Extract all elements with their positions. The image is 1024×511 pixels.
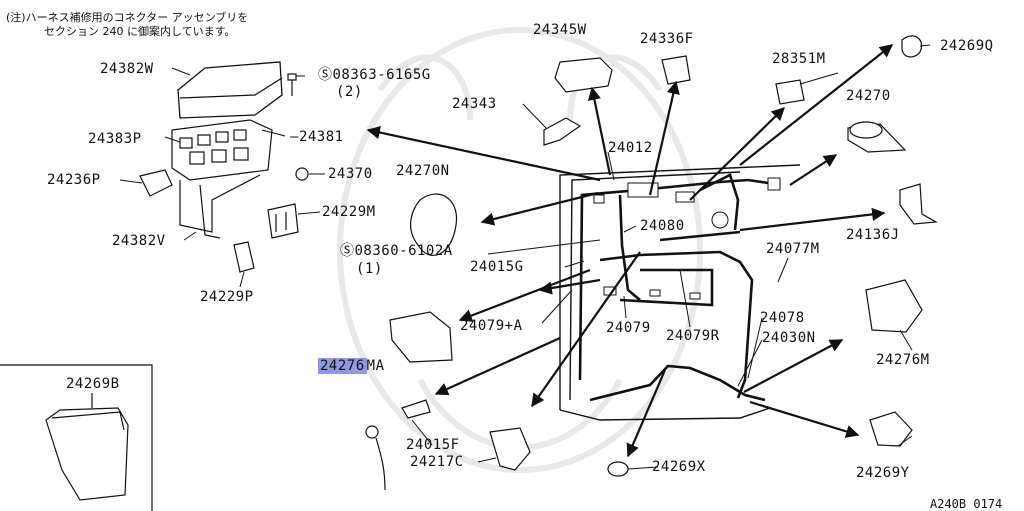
part-24276M [865,279,923,333]
part-24015F [401,399,431,419]
part-24270-ring [849,121,883,139]
assembly-arrows [366,44,894,458]
label-24229M: 24229M [322,204,376,220]
label-24079A: 24079+A [460,318,523,334]
relay-box [171,119,273,181]
leader-lines-right [411,44,931,470]
label-24015G: 24015G [470,259,524,275]
label-24079: 24079 [606,320,651,336]
label-24276M: 24276M [876,352,930,368]
leader-lines-left [119,67,325,288]
label-24269X: 24269X [652,459,706,475]
label-08363-qty: (2) [336,84,363,100]
label-24078: 24078 [760,310,805,326]
part-24270N [410,193,458,256]
label-24269Y: 24269Y [856,465,910,481]
label-24270N: 24270N [396,163,450,179]
label-24270: 24270 [846,88,891,104]
part-24343 [543,117,582,146]
label-24336F: 24336F [640,31,694,47]
note-line-2: セクション 240 に御案内しています。 [44,25,236,38]
relay-bracket [179,174,261,239]
label-24269Q: 24269Q [940,38,994,54]
label-24012: 24012 [608,140,653,156]
part-24345W [554,57,613,93]
label-24136J: 24136J [846,227,900,243]
label-24343: 24343 [452,96,497,112]
ground-wire-24015F [365,425,386,491]
label-24382V: 24382V [112,233,166,249]
label-24382W: 24382W [100,61,154,77]
part-24136J [899,183,938,225]
plate-24229P [233,241,255,273]
part-24269Y [869,411,913,447]
fuse-block-24229M [267,203,299,239]
label-24381-text: 24381 [298,129,344,145]
label-24030N: 24030N [762,330,816,346]
figure-code: A240B 0174 [930,497,1003,511]
note-line-1: (注)ハーネス補修用のコネクター アッセンブリを [6,11,249,24]
label-08360-qty: (1) [356,261,383,277]
label-24381: —24381 [290,129,344,145]
label-24229P: 24229P [200,289,254,305]
label-28351M: 28351M [772,51,826,67]
part-24276MA [389,311,453,363]
label-24217C: 24217C [410,454,464,470]
label-24015F: 24015F [406,437,460,453]
part-24217C [489,427,531,471]
connector-24236P [139,169,173,197]
label-24276MA-suffix: MA [366,358,385,374]
label-24276MA-highlight: 24276 [318,358,367,374]
label-24383P: 24383P [88,131,142,147]
label-08363-text: 08363-6165G [332,67,431,83]
label-24269B: 24269B [66,376,120,392]
relay-box-cover [177,61,283,119]
label-08360-text: 08360-6102A [354,243,453,259]
label-24080: 24080 [640,218,685,234]
label-24079R: 24079R [666,328,720,344]
label-24236P: 24236P [47,172,101,188]
clip-24370 [295,167,309,181]
part-24269Q [901,35,923,58]
part-28351M [775,79,805,105]
label-08363: Ⓢ08363-6165G [318,67,431,83]
inset-24269B [0,364,153,511]
bolt-08363 [287,73,297,96]
label-24370: 24370 [328,166,373,182]
harness-frame [559,164,801,421]
harness-wires [578,173,776,402]
part-24269X [607,461,629,477]
part-24336F [661,55,691,85]
label-08360: Ⓢ08360-6102A [340,243,453,259]
label-24077M: 24077M [766,241,820,257]
label-24345W: 24345W [533,22,587,38]
